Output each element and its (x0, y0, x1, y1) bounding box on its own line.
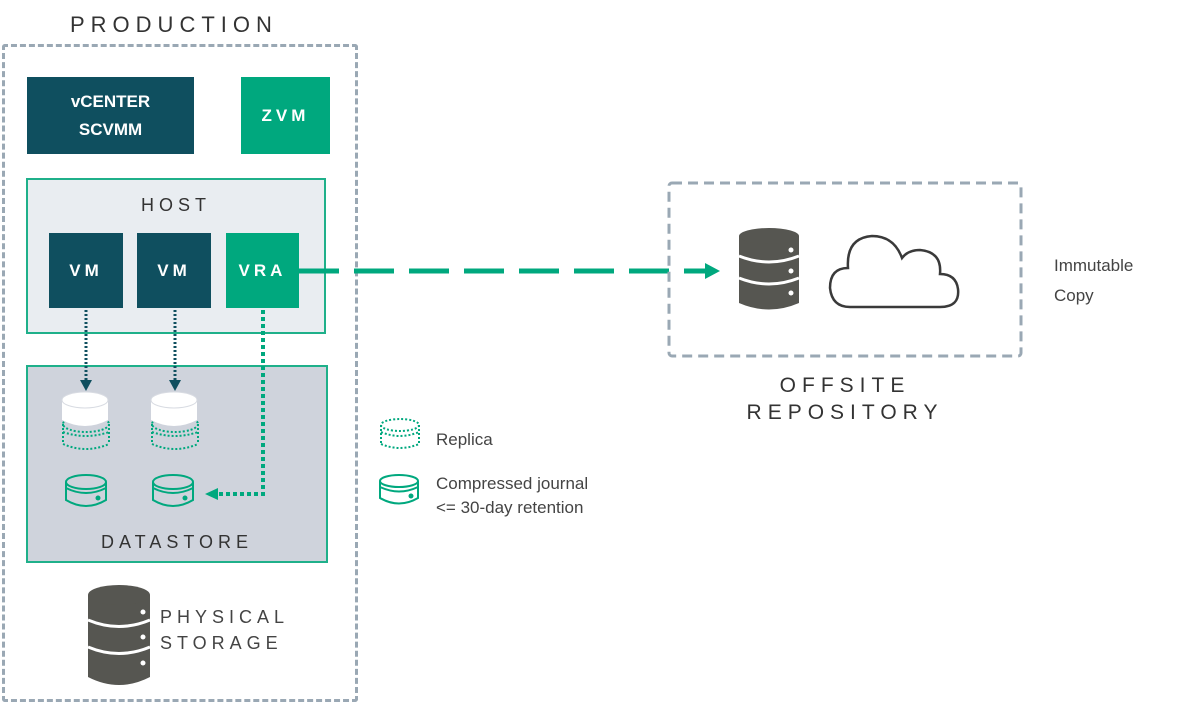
vm-box: VM (49, 233, 123, 308)
storage-label: STORAGE (160, 633, 283, 653)
journal-disk-icon (152, 474, 194, 507)
scvmm-label: SCVMM (78, 119, 143, 139)
immutable-label: Immutable (1054, 256, 1134, 275)
vm-label: VM (69, 260, 103, 280)
offsite-title-line2: REPOSITORY (746, 401, 944, 424)
vra-label: VRA (238, 260, 287, 280)
legend-journal-line1: Compressed journal (436, 474, 589, 493)
copy-label: Copy (1054, 286, 1094, 305)
immutable-copy-note: Immutable Copy (1054, 251, 1133, 311)
offsite-database-icon (738, 228, 800, 310)
vcenter-scvmm-box: vCENTER SCVMM (27, 77, 194, 154)
legend-replica-icon (380, 418, 420, 449)
legend-replica-label: Replica (436, 430, 493, 449)
replica-disk-icon (150, 391, 199, 450)
journal-disk-icon (65, 474, 107, 507)
host-title: HOST (140, 195, 211, 215)
offsite-title: OFFSITE REPOSITORY (700, 372, 990, 426)
database-icon (87, 585, 151, 685)
vra-box: VRA (226, 233, 299, 308)
datastore-title: DATASTORE (100, 532, 253, 552)
vm-label: VM (157, 260, 191, 280)
offsite-container (667, 181, 1023, 358)
vm-box: VM (137, 233, 211, 308)
zvm-box: ZVM (241, 77, 330, 154)
physical-storage-label: PHYSICAL STORAGE (160, 604, 289, 656)
vra-to-journal-arrow (205, 310, 265, 500)
offsite-title-line1: OFFSITE (779, 374, 911, 397)
production-title: PRODUCTION (70, 12, 278, 37)
replication-arrow (299, 263, 720, 279)
zvm-label: ZVM (261, 105, 310, 125)
physical-label: PHYSICAL (160, 607, 290, 627)
vm1-to-replica-arrow (80, 310, 92, 391)
cloud-icon (828, 234, 960, 309)
vm2-to-replica-arrow (169, 310, 181, 391)
replica-disk-icon (61, 391, 110, 450)
vcenter-label: vCENTER (70, 91, 151, 111)
legend-journal-line2: <= 30-day retention (436, 498, 584, 517)
legend-journal-icon (379, 474, 419, 505)
legend-journal-label: Compressed journal <= 30-day retention (436, 472, 588, 520)
